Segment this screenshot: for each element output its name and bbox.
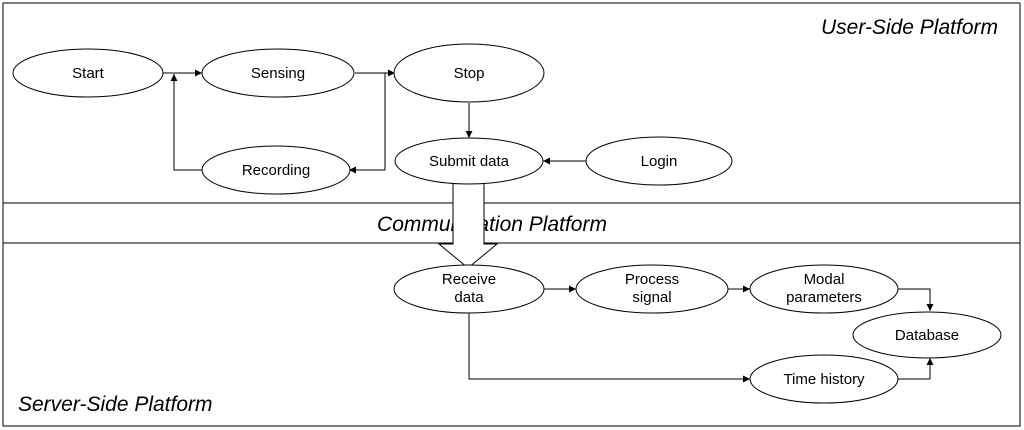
edge-recording-loop (170, 74, 202, 171)
edge-modal-database (898, 288, 934, 311)
node-process-signal: Process signal (575, 264, 729, 314)
edge-to-recording (349, 73, 386, 174)
node-login: Login (585, 136, 733, 186)
node-receive-data: Receive data (393, 264, 545, 314)
data-transfer-arrow (437, 181, 499, 269)
node-modal-parameters-line2: parameters (786, 289, 862, 306)
node-sensing-label: Sensing (251, 65, 305, 82)
communication-label: Communication Platform (377, 213, 607, 236)
communication-panel (2, 202, 1021, 244)
node-stop: Stop (393, 43, 545, 103)
node-modal-parameters: Modal parameters (749, 264, 899, 314)
edge-timehistory-database (898, 358, 934, 380)
server-side-label: Server-Side Platform (18, 393, 213, 416)
node-sensing: Sensing (201, 48, 355, 98)
node-submit-data-label: Submit data (429, 153, 510, 170)
node-database-label: Database (895, 327, 959, 344)
node-process-signal-line2: signal (632, 289, 671, 306)
node-modal-parameters-line1: Modal (804, 271, 845, 288)
node-recording-label: Recording (242, 162, 310, 179)
node-start: Start (12, 48, 164, 98)
node-receive-data-line2: data (454, 289, 484, 306)
node-receive-data-line1: Receive (442, 271, 496, 288)
node-database: Database (852, 311, 1002, 359)
node-process-signal-line1: Process (625, 271, 679, 288)
node-recording: Recording (201, 145, 351, 195)
node-submit-data: Submit data (394, 137, 544, 185)
node-time-history: Time history (749, 354, 899, 404)
edge-receive-timehistory (468, 313, 750, 383)
node-login-label: Login (641, 153, 678, 170)
node-start-label: Start (72, 65, 105, 82)
node-stop-label: Stop (454, 65, 485, 82)
node-time-history-label: Time history (783, 371, 865, 388)
user-side-label: User-Side Platform (821, 16, 998, 39)
